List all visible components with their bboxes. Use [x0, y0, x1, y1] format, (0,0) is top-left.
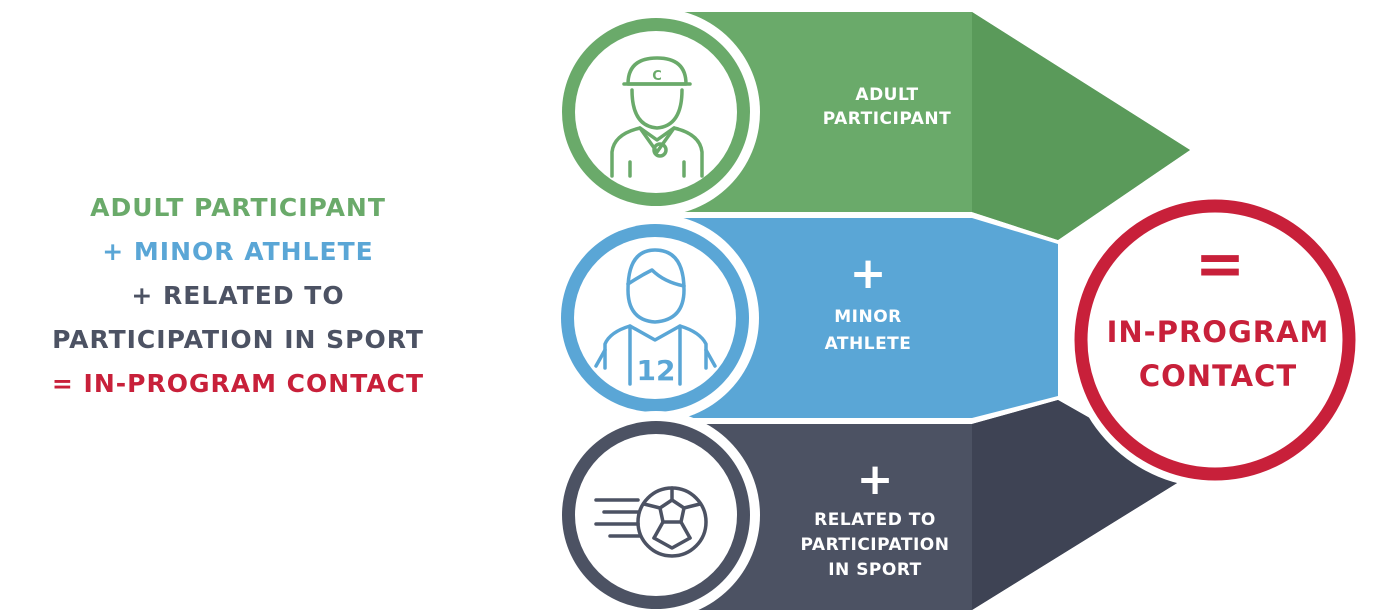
- sport-label-line2: PARTICIPATION: [801, 535, 950, 555]
- athlete-icon: 12: [551, 214, 759, 422]
- band-adult-participant: [660, 12, 1190, 240]
- adult-label-line1: ADULT: [855, 85, 918, 105]
- adult-label-line2: PARTICIPANT: [823, 109, 951, 129]
- soccer-ball-icon: [552, 411, 760, 615]
- sport-label-line1: RELATED TO: [814, 510, 936, 530]
- sport-label-line3: IN SPORT: [828, 560, 922, 580]
- equation-adult-participant: ADULT PARTICIPANT: [90, 193, 386, 222]
- result-label-line2: CONTACT: [1139, 359, 1297, 393]
- equation-minor-athlete: + MINOR ATHLETE: [102, 237, 374, 266]
- equation-result: = IN-PROGRAM CONTACT: [51, 369, 425, 398]
- svg-text:C: C: [652, 69, 662, 84]
- equation-participation-in-sport: PARTICIPATION IN SPORT: [52, 325, 424, 354]
- jersey-number: 12: [637, 354, 676, 387]
- band-minor-athlete: [660, 218, 1058, 418]
- sport-plus-sign: +: [857, 454, 894, 505]
- result-circle: = IN-PROGRAM CONTACT: [1067, 192, 1363, 488]
- minor-label-line1: MINOR: [834, 307, 902, 327]
- coach-icon: C: [552, 8, 760, 216]
- minor-label-line2: ATHLETE: [825, 334, 912, 354]
- equation-related-to: + RELATED TO: [131, 281, 345, 310]
- minor-plus-sign: +: [850, 248, 887, 299]
- equation-text: ADULT PARTICIPANT + MINOR ATHLETE + RELA…: [0, 186, 476, 406]
- equals-sign: =: [1195, 229, 1245, 299]
- result-label-line1: IN-PROGRAM: [1107, 315, 1330, 349]
